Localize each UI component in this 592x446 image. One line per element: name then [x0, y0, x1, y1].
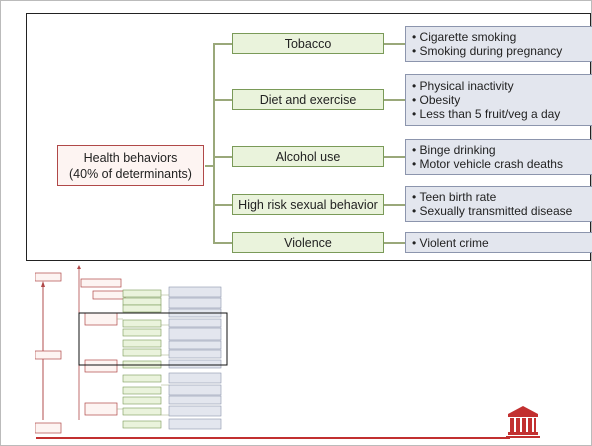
category-node-violence: Violence [232, 232, 384, 253]
detail-connector-tobacco [384, 43, 405, 45]
detail-item: Motor vehicle crash deaths [412, 157, 563, 171]
full-model-thumbnail [35, 265, 228, 434]
root-node-health-behaviors: Health behaviors (40% of determinants) [57, 145, 204, 186]
detail-connector-alcohol [384, 156, 405, 158]
detail-box-alcohol: Binge drinking Motor vehicle crash death… [405, 139, 592, 175]
branch-connector-violence [213, 242, 232, 244]
branch-connector-diet [213, 99, 232, 101]
branch-connector-sexual [213, 204, 232, 206]
detail-item: Smoking during pregnancy [412, 44, 563, 58]
detail-box-diet-exercise: Physical inactivity Obesity Less than 5 … [405, 74, 592, 126]
detail-box-tobacco: Cigarette smoking Smoking during pregnan… [405, 26, 592, 62]
trunk-connector [213, 43, 215, 243]
detail-item: Cigarette smoking [412, 30, 562, 44]
detail-box-violence: Violent crime [405, 232, 592, 253]
detail-item: Sexually transmitted disease [412, 204, 573, 218]
detail-box-sexual-behavior: Teen birth rate Sexually transmitted dis… [405, 186, 592, 222]
health-behaviors-diagram: Health behaviors (40% of determinants) T… [26, 13, 592, 261]
detail-item: Obesity [412, 93, 560, 107]
category-node-sexual-behavior: High risk sexual behavior [232, 194, 384, 215]
root-connector [205, 165, 213, 167]
branch-connector-alcohol [213, 156, 232, 158]
detail-item: Violent crime [412, 236, 489, 250]
category-node-alcohol: Alcohol use [232, 146, 384, 167]
branch-connector-tobacco [213, 43, 232, 45]
detail-item: Teen birth rate [412, 190, 572, 204]
root-node-title: Health behaviors [83, 150, 178, 165]
detail-connector-sexual [384, 204, 405, 206]
category-node-tobacco: Tobacco [232, 33, 384, 54]
institution-crest-icon [506, 406, 540, 438]
detail-connector-violence [384, 242, 405, 244]
detail-connector-diet [384, 99, 405, 101]
detail-item: Physical inactivity [412, 79, 560, 93]
detail-item: Binge drinking [412, 143, 563, 157]
detail-item: Less than 5 fruit/veg a day [412, 107, 561, 121]
category-node-diet-exercise: Diet and exercise [232, 89, 384, 110]
footer-accent-line [36, 437, 510, 439]
root-node-subtitle: (40% of determinants) [69, 166, 192, 181]
